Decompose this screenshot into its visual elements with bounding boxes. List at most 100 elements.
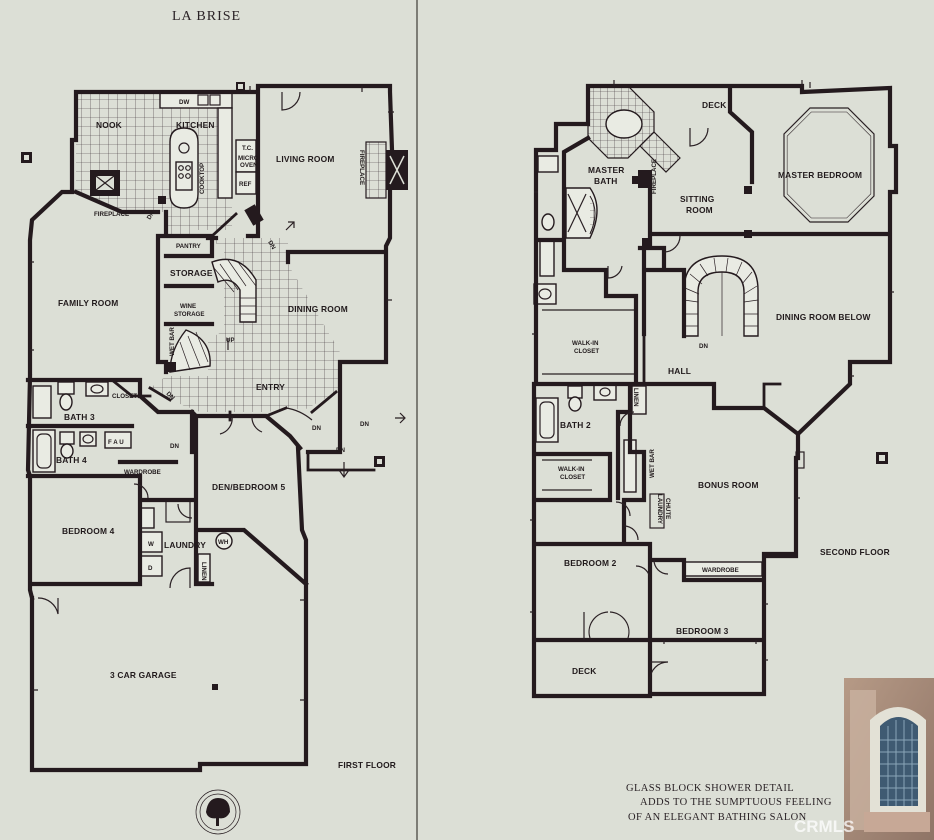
wet-bar-label-2: WET BAR bbox=[649, 449, 656, 478]
bath2-tub bbox=[535, 397, 559, 443]
living-door[interactable] bbox=[281, 91, 301, 111]
second-floor-walls bbox=[531, 83, 899, 699]
watermark-text: CRMLS bbox=[794, 817, 854, 836]
nook-fireplace-label: FIREPLACE bbox=[94, 211, 129, 218]
up-label: UP bbox=[226, 337, 235, 344]
laundry-chute-label-2: CHUTE bbox=[664, 498, 671, 519]
dn-side-label: DN bbox=[336, 447, 345, 454]
pantry-label: PANTRY bbox=[176, 243, 202, 250]
room-deck-top-label: DECK bbox=[702, 100, 727, 110]
first-floor-page: LA BRISE bbox=[0, 0, 416, 840]
dn-kitchen-label: DN bbox=[266, 240, 277, 252]
room-bedroom4-label: BEDROOM 4 bbox=[62, 526, 115, 536]
closet-label: CLOSET bbox=[112, 393, 137, 400]
deck-bottom-door[interactable] bbox=[649, 661, 669, 681]
deck-door[interactable] bbox=[689, 127, 709, 147]
fau-unit bbox=[104, 431, 132, 449]
octagon-ceiling bbox=[783, 107, 875, 223]
bath2-door[interactable] bbox=[619, 411, 635, 427]
bedroom2-label: BEDROOM 2 bbox=[564, 558, 617, 568]
caption-line-2: ADDS TO THE SUMPTUOUS FEELING bbox=[640, 797, 832, 808]
bonus-door[interactable] bbox=[623, 525, 639, 541]
sitting-door[interactable] bbox=[663, 235, 681, 253]
wine-storage-label-2: STORAGE bbox=[174, 311, 204, 318]
garage-door[interactable] bbox=[37, 597, 59, 615]
oven-label: OVEN bbox=[240, 162, 258, 169]
caption-line-3: OF AN ELEGANT BATHING SALON bbox=[628, 812, 807, 823]
master-closet-label-1: WALK-IN bbox=[572, 340, 599, 347]
linen-label-2: LINEN bbox=[632, 388, 639, 407]
bedroom2-deck-doors[interactable] bbox=[583, 611, 630, 640]
caption-line-1: GLASS BLOCK SHOWER DETAIL bbox=[626, 783, 794, 794]
room-garage-label: 3 CAR GARAGE bbox=[110, 670, 177, 680]
bedroom3-door[interactable] bbox=[653, 559, 669, 575]
glass-block-shower bbox=[565, 187, 598, 239]
dining-below-label: DINING ROOM BELOW bbox=[776, 312, 871, 322]
micro-label: MICRO bbox=[238, 155, 259, 162]
entry-tile-floor bbox=[150, 238, 340, 412]
bedroom2-door[interactable] bbox=[635, 565, 651, 581]
second-floor-plan: GLASS BLOCK SHOWER DETAIL ADDS TO THE SU… bbox=[530, 80, 934, 840]
master-bedroom-label: MASTER BEDROOM bbox=[778, 170, 862, 180]
wardrobe-label: WARDROBE bbox=[124, 469, 161, 476]
laundry-chute-label-1: LAUNDRY bbox=[656, 494, 663, 525]
second-floor-page: GLASS BLOCK SHOWER DETAIL ADDS TO THE SU… bbox=[418, 0, 934, 840]
room-kitchen-label: KITCHEN bbox=[176, 120, 215, 130]
dryer-label: D bbox=[148, 565, 153, 572]
dn-stair-label: DN bbox=[699, 343, 708, 350]
dw-label: DW bbox=[179, 99, 189, 106]
sitting-room-label-1: SITTING bbox=[680, 194, 714, 204]
cooktop-label: COOKTOP bbox=[199, 163, 206, 194]
kitchen-counter bbox=[159, 91, 233, 109]
dn-bath-label: DN bbox=[170, 443, 179, 450]
bath2-closet-label-2: CLOSET bbox=[560, 474, 585, 481]
room-bath4-label: BATH 4 bbox=[56, 455, 87, 465]
room-bath3-label: BATH 3 bbox=[64, 412, 95, 422]
bath2-closet-door[interactable] bbox=[615, 501, 631, 517]
fau-label: F A U bbox=[108, 439, 124, 446]
second-floor-label: SECOND FLOOR bbox=[820, 547, 890, 557]
first-floor-label: FIRST FLOOR bbox=[338, 760, 396, 770]
laundry-door[interactable] bbox=[169, 567, 191, 589]
den-double-door[interactable] bbox=[219, 415, 263, 435]
ref-label: REF bbox=[239, 181, 252, 188]
bath2-closet-label-1: WALK-IN bbox=[558, 466, 585, 473]
dn-family-label: DN bbox=[165, 390, 177, 402]
master-tub bbox=[605, 109, 643, 139]
bonus-room-label: BONUS ROOM bbox=[698, 480, 759, 490]
linen-label: LINEN bbox=[200, 562, 207, 581]
master-closet-door[interactable] bbox=[607, 265, 623, 279]
first-floor-plan: LA BRISE bbox=[21, 9, 408, 835]
bath2-label: BATH 2 bbox=[560, 420, 591, 430]
tc-label: T.C. bbox=[242, 145, 253, 152]
dn-den-label: DN bbox=[312, 425, 321, 432]
hall-spiral-stair bbox=[683, 255, 759, 337]
bedroom4-door[interactable] bbox=[133, 483, 149, 499]
sitting-room-label-2: ROOM bbox=[686, 205, 713, 215]
bedroom3-label: BEDROOM 3 bbox=[676, 626, 729, 636]
water-heater bbox=[215, 532, 233, 550]
room-dining-label: DINING ROOM bbox=[288, 304, 348, 314]
bath4-tub bbox=[32, 429, 56, 473]
living-fireplace-label: FIREPLACE bbox=[358, 150, 365, 185]
room-entry-label: ENTRY bbox=[256, 382, 285, 392]
entry-door[interactable] bbox=[285, 407, 313, 421]
dn-nook-label: DN bbox=[146, 209, 157, 221]
water-heater-label: WH bbox=[218, 539, 229, 546]
master-bath-label-2: BATH bbox=[594, 176, 617, 186]
room-den-label: DEN/BEDROOM 5 bbox=[212, 482, 285, 492]
brochure-title: LA BRISE bbox=[172, 9, 241, 24]
dn-arrow-east bbox=[395, 412, 406, 424]
wet-bar-label: WET BAR bbox=[169, 327, 176, 356]
dn-porch-label: DN bbox=[360, 421, 369, 428]
room-deck-bottom-label: DECK bbox=[572, 666, 597, 676]
room-storage-label: STORAGE bbox=[170, 268, 213, 278]
wardrobe-label-2: WARDROBE bbox=[702, 567, 739, 574]
room-living-label: LIVING ROOM bbox=[276, 154, 335, 164]
tree-logo bbox=[195, 789, 241, 835]
lower-stair bbox=[169, 329, 211, 373]
room-nook-label: NOOK bbox=[96, 120, 122, 130]
room-laundry-label: LAUNDRY bbox=[164, 540, 206, 550]
hall-label: HALL bbox=[668, 366, 691, 376]
